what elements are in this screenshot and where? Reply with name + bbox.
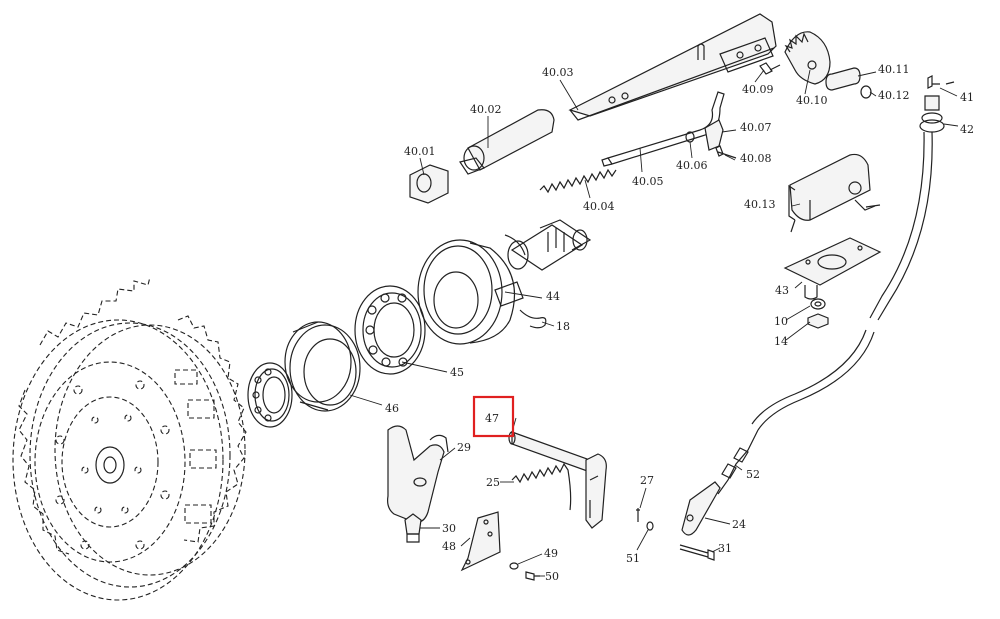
washer-bolt-parts-49-50 [509, 562, 540, 581]
spring-clip-part-18 [519, 309, 547, 329]
label-25: 25 [486, 476, 500, 489]
pin-part-40-09 [759, 62, 781, 75]
bushing-part-40-01 [409, 164, 449, 204]
label-42: 42 [960, 123, 974, 136]
label-40-05: 40.05 [632, 175, 664, 188]
spring-part-40-04 [539, 168, 617, 194]
label-40-09: 40.09 [742, 83, 774, 96]
label-46: 46 [385, 402, 399, 415]
label-40-01: 40.01 [404, 145, 436, 158]
label-10: 10 [774, 315, 788, 328]
handbrake-lever-part-40-03 [568, 13, 777, 121]
pin-washer-parts-27-51 [636, 508, 654, 531]
release-housing-part-44 [417, 234, 526, 345]
label-30: 30 [442, 522, 456, 535]
label-27: 27 [640, 474, 654, 487]
label-44: 44 [546, 290, 560, 303]
bracket-parts-40-06-40-07-40-08 [685, 119, 737, 159]
spring-part-25 [511, 462, 572, 511]
label-48: 48 [442, 540, 456, 553]
grease-fitting-part-30 [404, 513, 422, 543]
release-shaft-part-47 [508, 431, 607, 529]
label-40-03: 40.03 [542, 66, 574, 79]
label-40-13: 40.13 [744, 198, 776, 211]
plate-part-43 [783, 237, 882, 300]
label-40-02: 40.02 [470, 103, 502, 116]
bracket-part-40-13 [788, 153, 881, 233]
bearing-part-45 [354, 285, 426, 375]
label-31: 31 [718, 542, 732, 555]
actuator-cylinder [507, 219, 592, 271]
label-24: 24 [732, 518, 746, 531]
small-bearing [247, 362, 293, 428]
label-45: 45 [450, 366, 464, 379]
pin-and-ring-40-11-40-12 [825, 67, 872, 99]
clevis-parts-52-24 [681, 429, 759, 536]
label-40-07: 40.07 [740, 121, 772, 134]
flywheel-assembly [12, 276, 247, 601]
label-47: 47 [485, 412, 499, 425]
highlight-box-47 [472, 395, 515, 438]
release-ring-part-46 [284, 321, 361, 412]
bracket-part-48 [460, 511, 501, 572]
label-52: 52 [746, 468, 760, 481]
label-51: 51 [626, 552, 640, 565]
sleeve-part-40-02 [459, 109, 555, 175]
label-40-04: 40.04 [583, 200, 615, 213]
label-18: 18 [556, 320, 570, 333]
bolt-part-31 [679, 544, 715, 561]
label-40-12: 40.12 [878, 89, 910, 102]
label-40-10: 40.10 [796, 94, 828, 107]
part-labels: 40.01 40.02 40.03 40.04 40.05 40.06 40.0… [385, 63, 974, 583]
brake-cable [869, 131, 933, 321]
label-29: 29 [457, 441, 471, 454]
release-fork-part-29 [387, 425, 449, 523]
brake-cable-lower [751, 329, 875, 431]
washer-nut-parts-10-14 [807, 298, 829, 329]
label-43: 43 [775, 284, 789, 297]
label-14: 14 [774, 335, 788, 348]
label-41: 41 [960, 91, 974, 104]
label-40-08: 40.08 [740, 152, 772, 165]
ratchet-plate-part-40-10 [784, 31, 831, 85]
cable-fitting-parts-41-42 [919, 75, 955, 133]
label-40-06: 40.06 [676, 159, 708, 172]
label-50: 50 [545, 570, 559, 583]
leader-lines [349, 69, 959, 577]
label-40-11: 40.11 [878, 63, 910, 76]
label-49: 49 [544, 547, 558, 560]
